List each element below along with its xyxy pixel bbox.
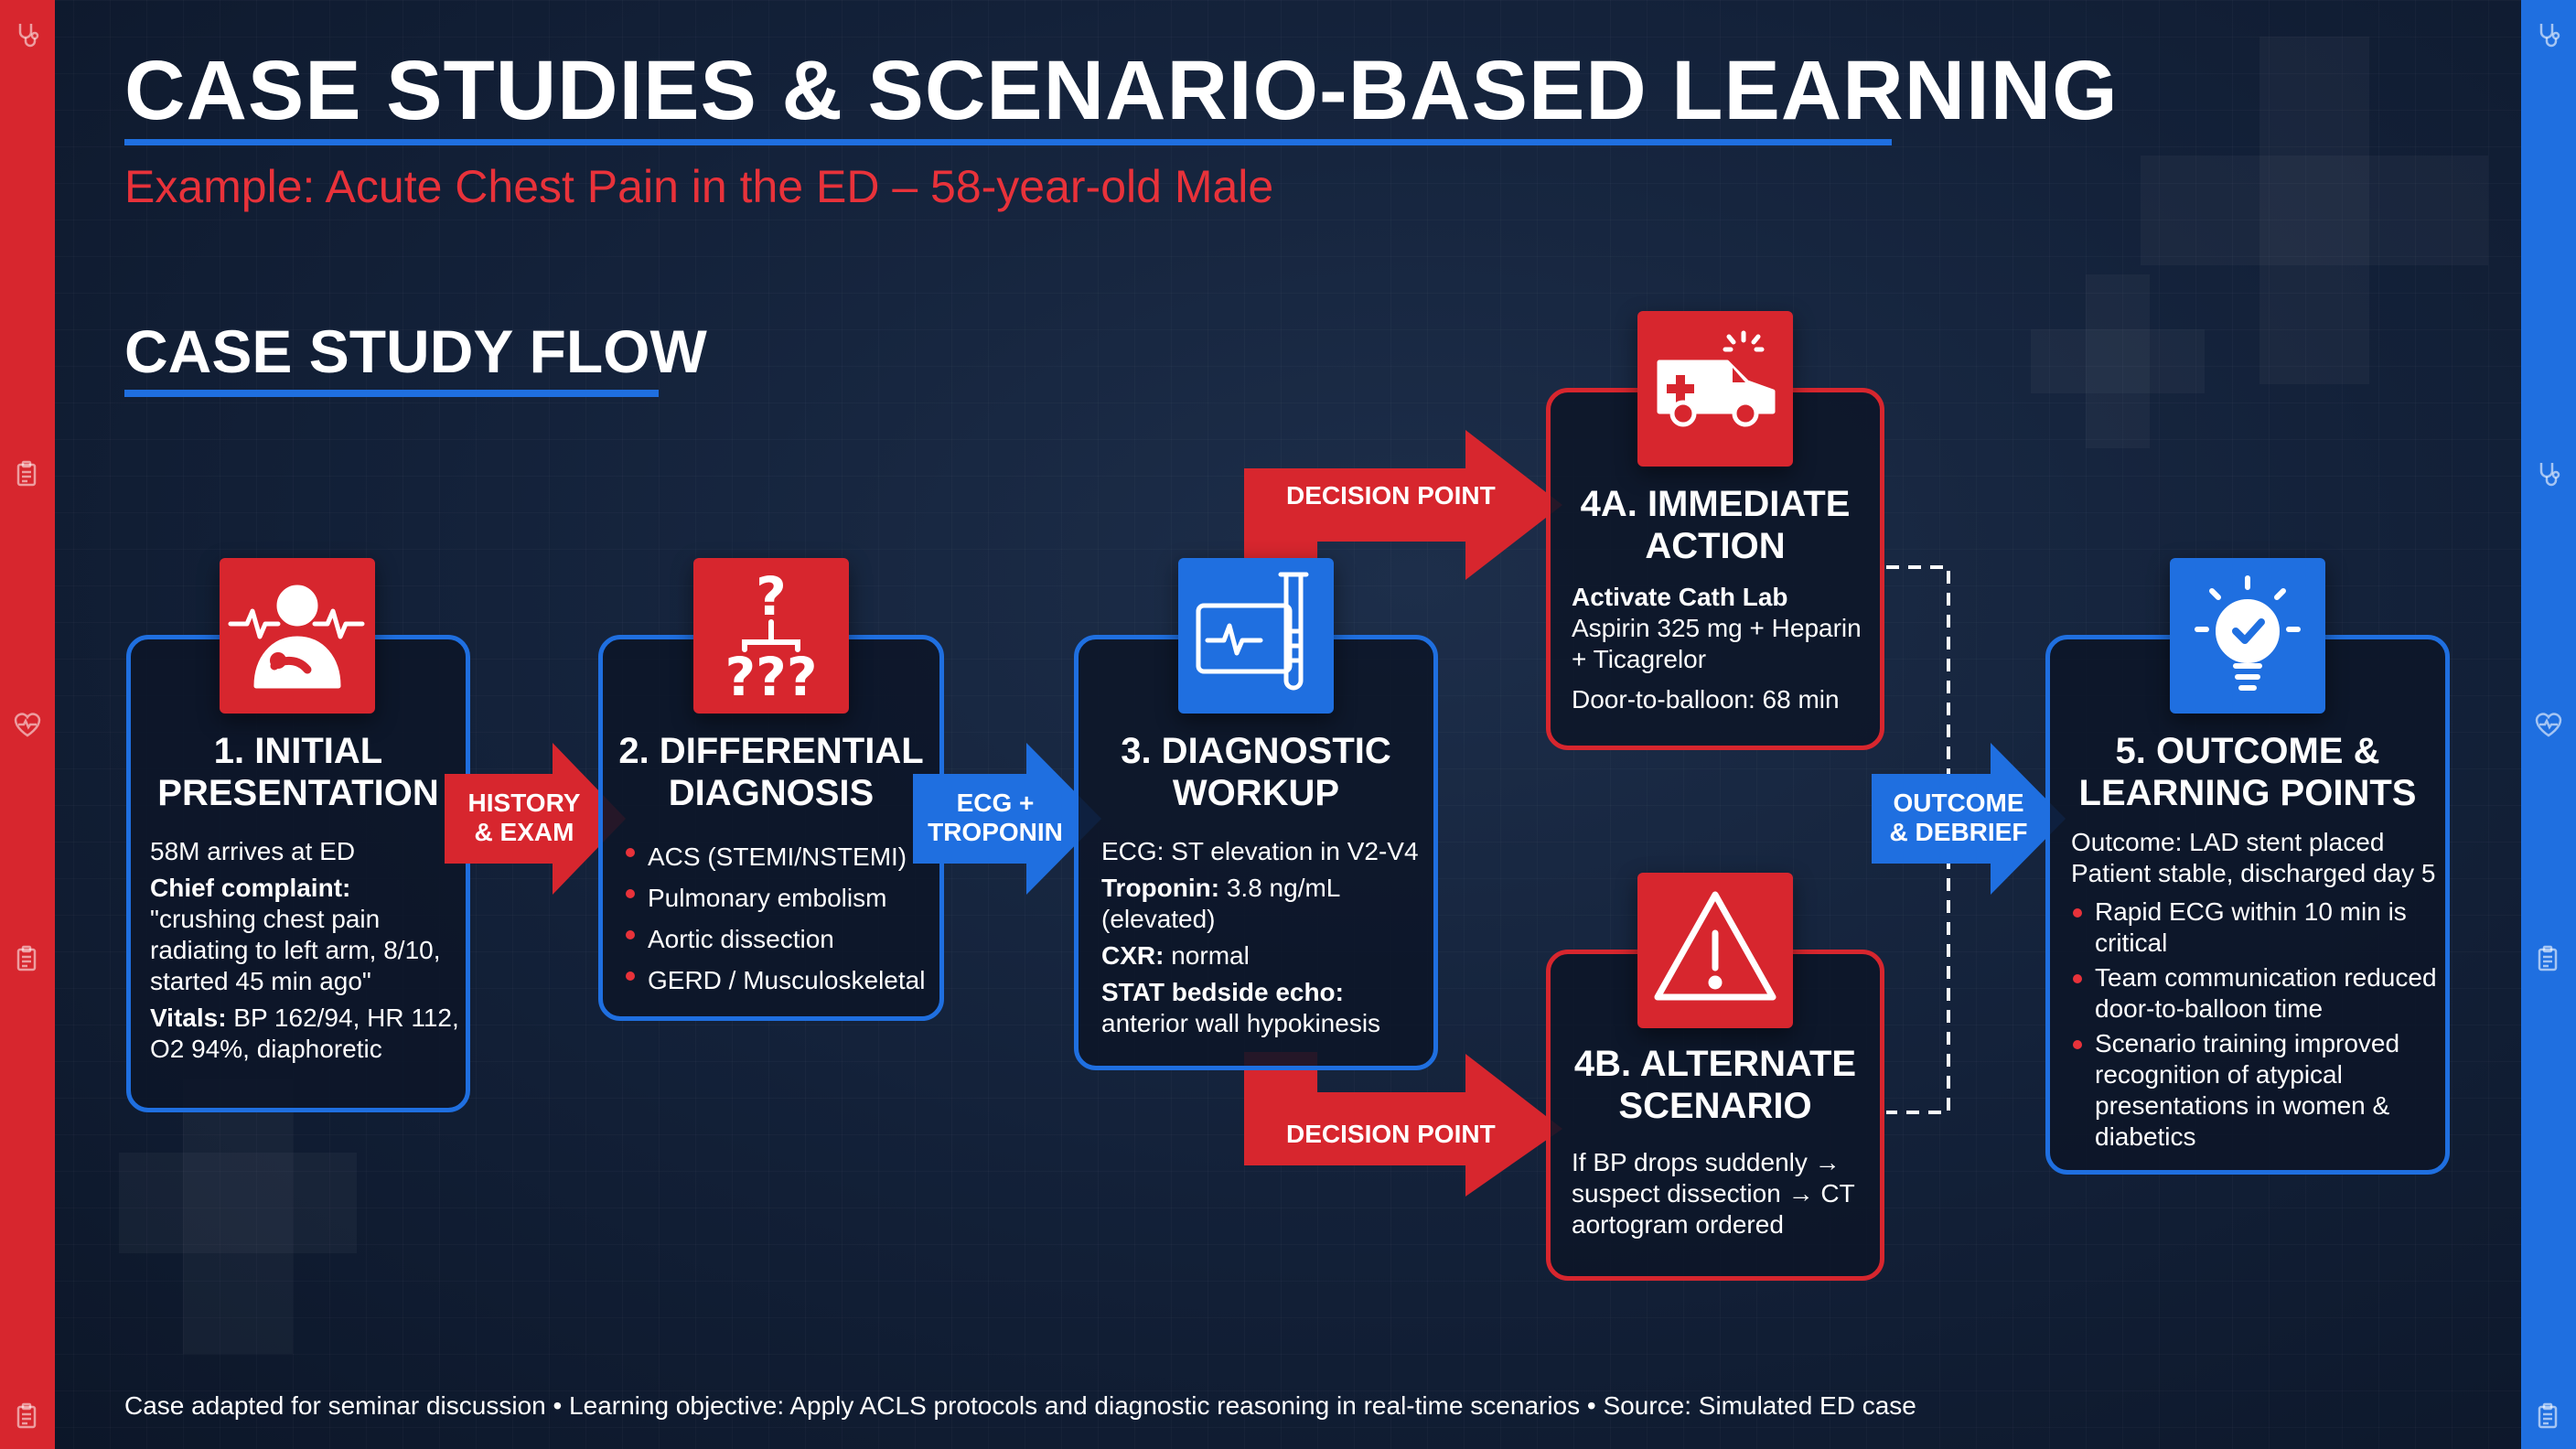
clipboard-icon (16, 460, 37, 487)
complaint-text: "crushing chest pain radiating to left a… (150, 905, 441, 995)
step-workup-title: 3. DIAGNOSTIC WORKUP (1121, 731, 1391, 813)
decision-point-top-label: DECISION POINT (1286, 481, 1496, 510)
outcome-debrief-label: OUTCOME & DEBRIEF (1889, 789, 2028, 846)
immediate-bold: Activate Cath Lab (1572, 583, 1788, 611)
vitals-label: Vitals: (150, 1004, 227, 1032)
ecg-troponin-label: ECG + TROPONIN (928, 789, 1063, 846)
outcome-line2: Patient stable, discharged day 5 (2071, 859, 2436, 887)
decision-arrow-top (1244, 430, 1562, 659)
patient-chest-pain-icon (220, 558, 375, 714)
outcome-line1: Outcome: LAD stent placed (2071, 828, 2385, 856)
page-subtitle: Example: Acute Chest Pain in the ED – 58… (124, 161, 1274, 212)
stethoscope-icon (18, 24, 39, 48)
learning-point: Team communication reduced door-to-ballo… (2071, 962, 2444, 1025)
learning-point: Rapid ECG within 10 min is critical (2071, 896, 2444, 959)
immediate-meds: Aspirin 325 mg + Heparin + Ticagrelor (1572, 614, 1862, 673)
vitals-text: BP 162/94, HR 112, O2 94%, diaphoretic (150, 1004, 459, 1063)
history-exam-label: HISTORY & EXAM (467, 789, 581, 846)
step-initial-title: 1. INITIAL PRESENTATION (157, 731, 439, 813)
step-workup-box (1074, 635, 1438, 1070)
footer-note: Case adapted for seminar discussion • Le… (124, 1391, 1916, 1420)
ecg-troponin-arrow (913, 743, 1101, 895)
right-sidebar (2521, 0, 2576, 1449)
alternate-text: If BP drops suddenly → suspect dissectio… (1572, 1148, 1855, 1239)
immediate-time: Door-to-balloon: 68 min (1572, 685, 1840, 714)
cxr-label: CXR: (1101, 941, 1165, 970)
troponin-label: Troponin: (1101, 874, 1220, 902)
svg-text:?: ? (756, 565, 787, 628)
learning-points-list: Rapid ECG within 10 min is critical Team… (2071, 896, 2444, 1153)
differential-item: Pulmonary embolism (624, 877, 940, 918)
background-cross (2031, 329, 2205, 393)
differential-item: ACS (STEMI/NSTEMI) (624, 836, 940, 877)
decision-point-bottom-label: DECISION POINT (1286, 1120, 1496, 1148)
differential-item: GERD / Musculoskeletal (624, 960, 940, 1001)
troponin-text: 3.8 ng/mL (elevated) (1101, 874, 1340, 933)
complaint-label: Chief complaint: (150, 874, 351, 902)
ambulance-icon (1637, 311, 1793, 467)
differential-list: ACS (STEMI/NSTEMI) Pulmonary embolism Ao… (624, 836, 940, 1001)
workup-text: ECG: ST elevation in V2-V4 Troponin: 3.8… (1101, 836, 1431, 1039)
initial-arrival: 58M arrives at ED (150, 837, 356, 865)
learning-point: Scenario training improved recognition o… (2071, 1028, 2444, 1153)
step-outcome-title: 5. OUTCOME & LEARNING POINTS (2078, 731, 2417, 813)
ecg-test-tube-icon (1178, 558, 1334, 714)
history-exam-arrow (445, 743, 626, 895)
cxr-text: normal (1164, 941, 1250, 970)
immediate-text: Activate Cath Lab Aspirin 325 mg + Hepar… (1572, 582, 1879, 715)
heartbeat-icon (2535, 713, 2562, 737)
left-sidebar (0, 0, 55, 1449)
background-cross (2141, 156, 2488, 265)
section-underline (124, 390, 659, 397)
step-immediate-title: 4A. IMMEDIATE ACTION (1580, 484, 1851, 566)
lightbulb-check-icon (2170, 558, 2325, 714)
echo-text: anterior wall hypokinesis (1101, 1009, 1381, 1037)
step-alternate-title: 4B. ALTERNATE SCENARIO (1573, 1044, 1857, 1126)
step-differential-title: 2. DIFFERENTIAL DIAGNOSIS (618, 731, 924, 813)
clipboard-icon (2538, 945, 2558, 971)
heartbeat-icon (14, 713, 41, 737)
workup-ecg: ECG: ST elevation in V2-V4 (1101, 837, 1419, 865)
echo-label: STAT bedside echo: (1101, 978, 1344, 1006)
warning-icon (1637, 873, 1793, 1028)
stethoscope-icon (2539, 463, 2560, 487)
step-initial-text: 58M arrives at ED Chief complaint: "crush… (150, 836, 461, 1065)
decision-arrow-bottom (1244, 1052, 1562, 1197)
question-marks-icon: ? ??? (693, 558, 849, 714)
outcome-text: Outcome: LAD stent placed Patient stable… (2071, 827, 2444, 1153)
step-outcome-box (2045, 635, 2450, 1175)
svg-text:???: ??? (725, 646, 818, 708)
stethoscope-icon (2539, 24, 2560, 48)
page-title: CASE STUDIES & SCENARIO-BASED LEARNING (124, 44, 2119, 137)
background-cross (119, 1153, 357, 1253)
differential-item: Aortic dissection (624, 918, 940, 960)
step-initial-box (126, 635, 470, 1112)
clipboard-icon (2538, 1402, 2558, 1429)
title-underline (124, 139, 1892, 145)
clipboard-icon (16, 945, 37, 971)
clipboard-icon (16, 1402, 37, 1429)
section-title: CASE STUDY FLOW (124, 317, 707, 385)
outcome-debrief-arrow (1872, 743, 2066, 895)
